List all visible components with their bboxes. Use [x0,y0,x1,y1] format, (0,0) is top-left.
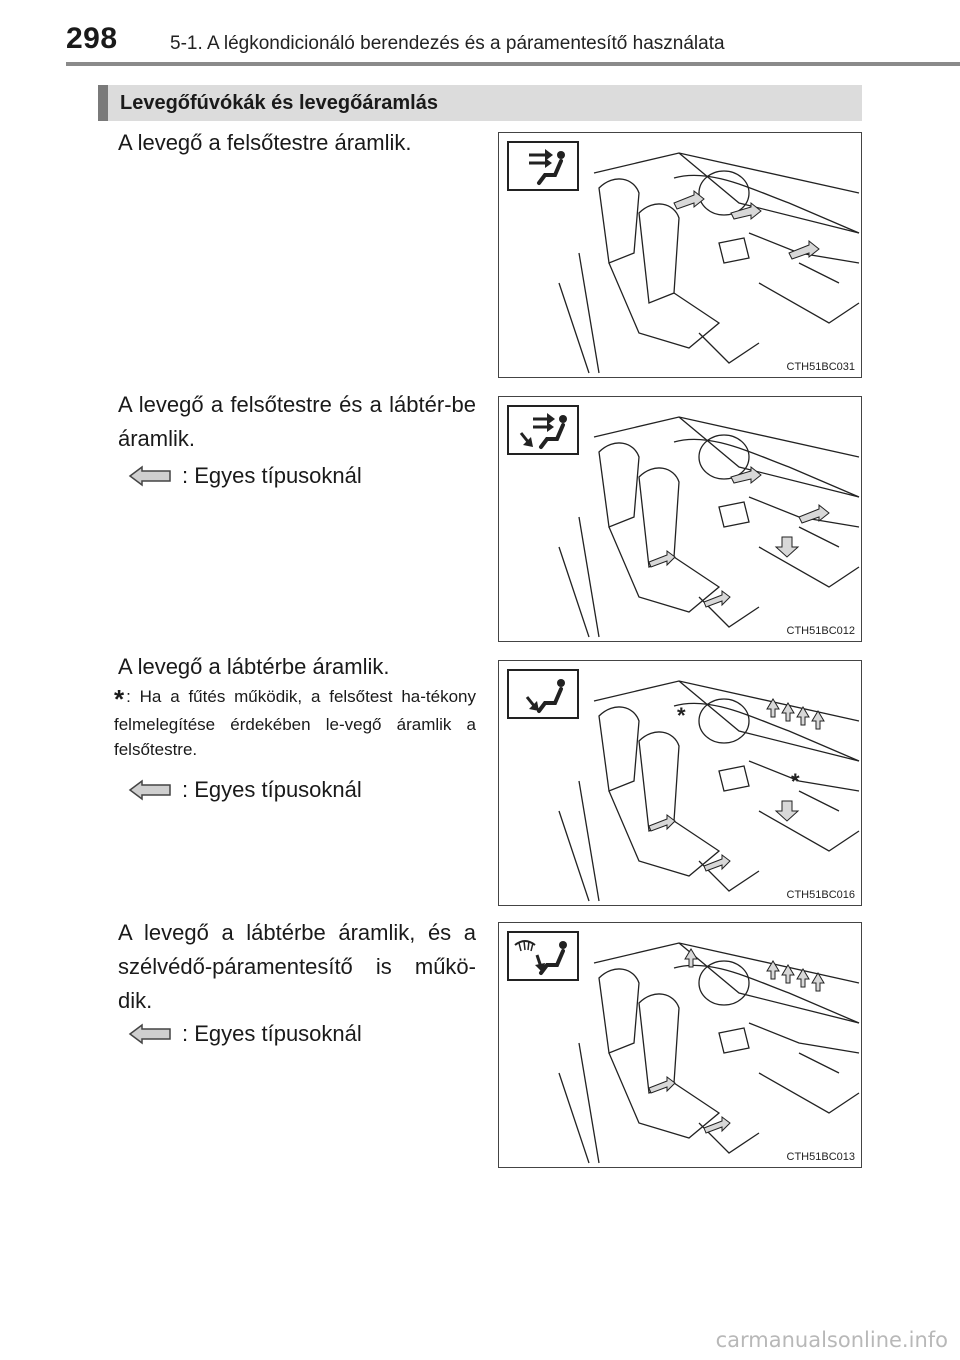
car-interior-illustration [558,416,860,638]
bi-level-airflow-icon [519,413,567,449]
feet-airflow-icon [525,679,565,713]
mode-4-legend: : Egyes típusoknál [128,1020,362,1048]
watermark: carmanualsonline.info [715,1328,948,1352]
mode-3-note: *: Ha a fűtés működik, a felsőtest ha-té… [114,684,476,762]
chapter-title: 5-1. A légkondicionáló berendezés és a p… [170,33,725,54]
figure-feet-defrost-mode: CTH51BC013 [498,922,862,1168]
legend-text: : Egyes típusoknál [182,1021,362,1046]
svg-text:*: * [791,769,800,794]
mode-2-description: A levegő a felsőtestre és a lábtér-be ár… [118,392,476,451]
figure-feet-mode: * * CTH51BC016 [498,660,862,906]
car-interior-illustration [558,942,860,1164]
legend-arrow-icon [128,465,171,487]
page-number: 298 [66,22,118,55]
mode-2-legend: : Egyes típusoknál [128,462,362,490]
section-heading: Levegőfúvókák és levegőáramlás [98,85,862,121]
legend-arrow-icon [128,779,171,801]
car-interior-illustration [558,152,860,374]
mode-indicator [507,405,579,455]
legend-text: : Egyes típusoknál [182,777,362,802]
figure-face-mode: CTH51BC031 [498,132,862,378]
figure-code: CTH51BC016 [786,889,855,901]
figure-code: CTH51BC031 [786,361,855,373]
feet-defrost-airflow-icon [514,940,567,975]
svg-text:*: * [677,703,686,728]
mode-indicator [507,141,579,191]
figure-code: CTH51BC013 [786,1151,855,1163]
note-marker: * [114,684,125,714]
mode-indicator [507,931,579,981]
figure-code: CTH51BC012 [786,625,855,637]
mode-3-description: A levegő a lábtérbe áramlik. [118,654,390,679]
car-interior-illustration: * * [558,680,860,902]
header-divider [66,62,960,66]
legend-text: : Egyes típusoknál [182,463,362,488]
note-text: : Ha a fűtés működik, a felsőtest ha-ték… [114,687,476,759]
mode-indicator [507,669,579,719]
mode-1-description: A levegő a felsőtestre áramlik. [118,130,412,155]
face-airflow-icon [529,149,565,185]
figure-bilevel-mode: CTH51BC012 [498,396,862,642]
mode-4-description: A levegő a lábtérbe áramlik, és a szélvé… [118,920,476,1013]
legend-arrow-icon [128,1023,171,1045]
mode-3-legend: : Egyes típusoknál [128,776,362,804]
